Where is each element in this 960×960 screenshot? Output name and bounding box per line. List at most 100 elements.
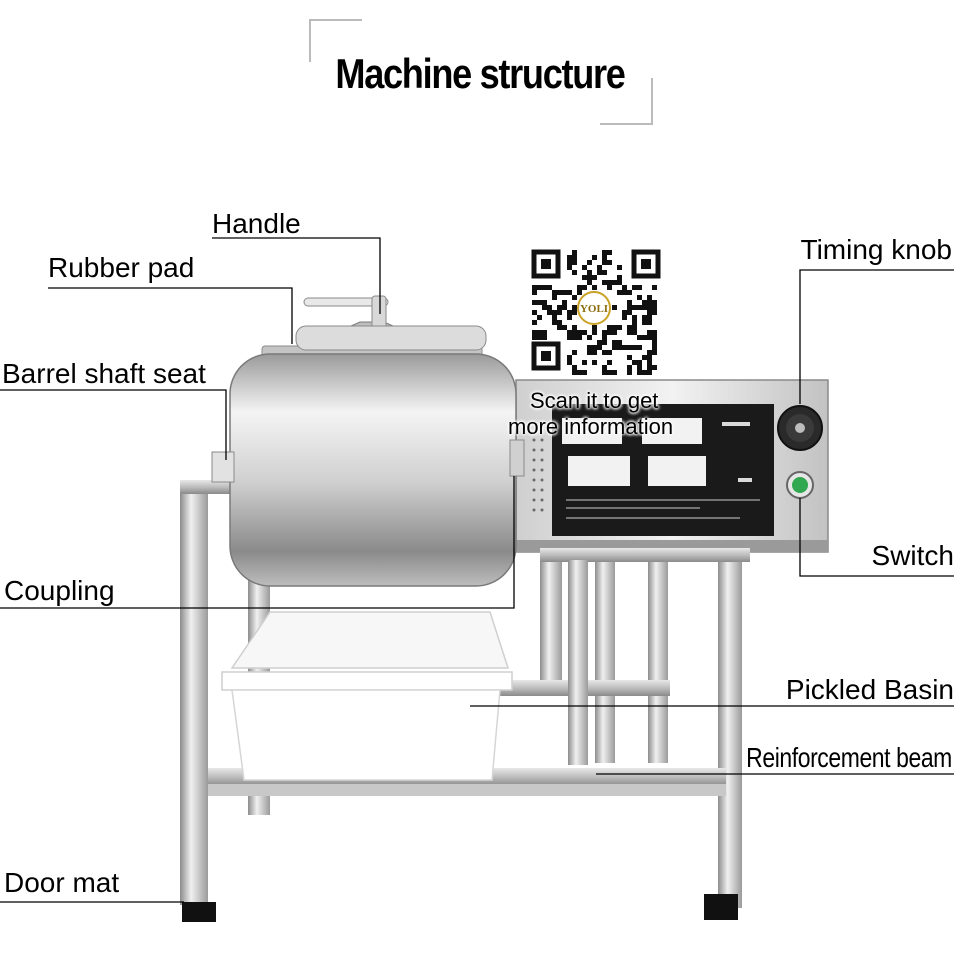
qr-module xyxy=(632,305,637,310)
label-pickled-basin: Pickled Basin xyxy=(785,674,954,705)
qr-module xyxy=(567,315,572,320)
qr-module xyxy=(592,350,597,355)
qr-module xyxy=(547,310,552,315)
qr-module xyxy=(607,330,612,335)
qr-module xyxy=(627,365,632,370)
qr-module xyxy=(607,285,612,290)
qr-module xyxy=(562,305,567,310)
qr-module xyxy=(557,290,562,295)
qr-module xyxy=(592,325,597,330)
qr-module xyxy=(567,355,572,360)
label-door-mat: Door mat xyxy=(4,867,120,898)
qr-module xyxy=(537,285,542,290)
qr-module xyxy=(567,335,572,340)
qr-module xyxy=(617,290,622,295)
qr-module xyxy=(532,335,537,340)
qr-module xyxy=(612,330,617,335)
qr-module xyxy=(652,365,657,370)
qr-module xyxy=(592,275,597,280)
qr-module xyxy=(532,310,537,315)
pickled-basin-illustration xyxy=(221,611,513,781)
qr-module xyxy=(572,295,577,300)
qr-module xyxy=(642,335,647,340)
qr-module xyxy=(537,315,542,320)
qr-module xyxy=(602,335,607,340)
qr-module xyxy=(647,305,652,310)
qr-module xyxy=(627,290,632,295)
qr-module xyxy=(627,300,632,305)
qr-module xyxy=(602,280,607,285)
qr-module xyxy=(617,265,622,270)
qr-module xyxy=(617,340,622,345)
qr-module xyxy=(622,315,627,320)
qr-module xyxy=(532,285,537,290)
qr-module xyxy=(602,270,607,275)
qr-module xyxy=(637,370,642,375)
qr-module xyxy=(607,360,612,365)
qr-module xyxy=(607,325,612,330)
qr-module xyxy=(612,325,617,330)
qr-module xyxy=(637,345,642,350)
qr-module xyxy=(622,285,627,290)
qr-module xyxy=(637,365,642,370)
qr-module xyxy=(572,260,577,265)
qr-module xyxy=(652,330,657,335)
title-brackets xyxy=(309,19,653,125)
qr-module xyxy=(622,345,627,350)
qr-module xyxy=(597,265,602,270)
qr-module xyxy=(597,345,602,350)
qr-module xyxy=(567,290,572,295)
qr-module xyxy=(612,305,617,310)
qr-module xyxy=(612,345,617,350)
qr-module xyxy=(577,335,582,340)
qr-module xyxy=(542,330,547,335)
qr-module xyxy=(647,365,652,370)
label-timing-knob: Timing knob xyxy=(800,234,952,265)
qr-module xyxy=(582,285,587,290)
qr-module xyxy=(642,320,647,325)
qr-module xyxy=(642,355,647,360)
qr-module xyxy=(532,300,537,305)
qr-module xyxy=(567,260,572,265)
qr-module xyxy=(552,310,557,315)
qr-module xyxy=(537,330,542,335)
qr-module xyxy=(642,300,647,305)
qr-module xyxy=(572,255,577,260)
qr-module xyxy=(612,280,617,285)
qr-module xyxy=(572,250,577,255)
qr-module xyxy=(602,260,607,265)
qr-module xyxy=(617,345,622,350)
qr-module xyxy=(647,370,652,375)
qr-module xyxy=(592,255,597,260)
qr-module xyxy=(637,335,642,340)
qr-module xyxy=(532,330,537,335)
qr-module xyxy=(592,330,597,335)
qr-module xyxy=(532,290,537,295)
qr-module xyxy=(572,305,577,310)
qr-module xyxy=(567,265,572,270)
qr-module xyxy=(567,255,572,260)
qr-module xyxy=(652,300,657,305)
label-coupling: Coupling xyxy=(4,575,115,606)
qr-module xyxy=(602,255,607,260)
qr-module xyxy=(567,310,572,315)
qr-module xyxy=(612,370,617,375)
qr-module xyxy=(622,310,627,315)
qr-module xyxy=(542,335,547,340)
qr-module xyxy=(587,350,592,355)
qr-module xyxy=(547,305,552,310)
qr-module xyxy=(627,325,632,330)
qr-module xyxy=(647,350,652,355)
qr-module xyxy=(587,335,592,340)
qr-module xyxy=(552,295,557,300)
qr-module xyxy=(552,315,557,320)
qr-module xyxy=(577,290,582,295)
qr-module xyxy=(572,330,577,335)
qr-module xyxy=(627,330,632,335)
qr-module xyxy=(652,305,657,310)
qr-module xyxy=(647,300,652,305)
qr-module xyxy=(607,370,612,375)
qr-module xyxy=(607,350,612,355)
qr-module xyxy=(632,325,637,330)
